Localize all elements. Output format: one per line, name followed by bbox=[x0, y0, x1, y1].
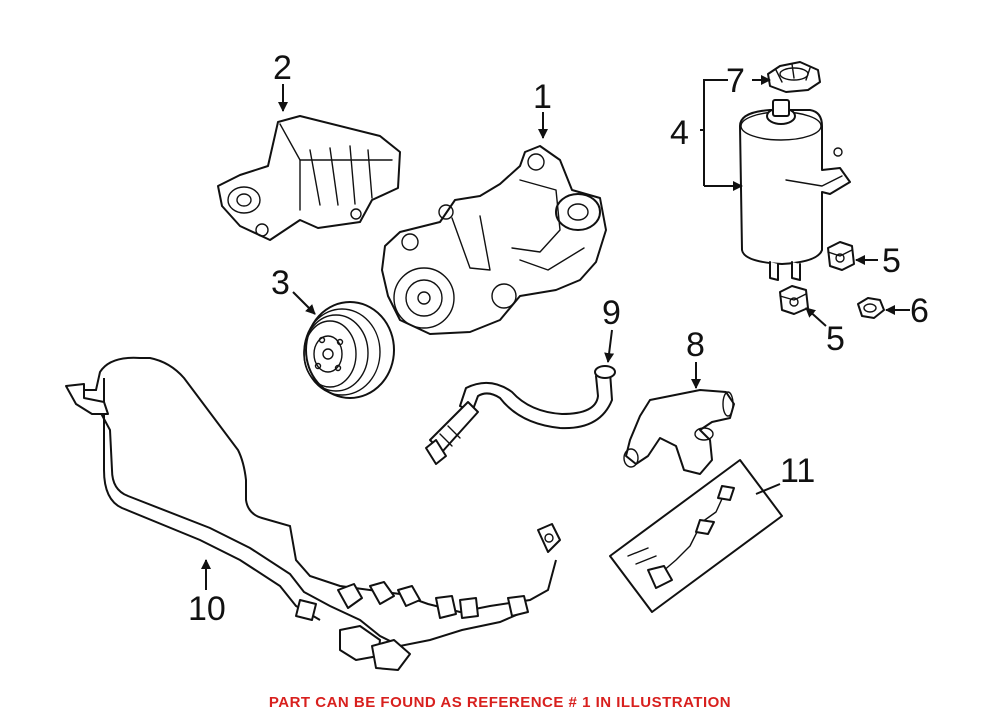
callout-arrows bbox=[201, 75, 910, 590]
cap-part bbox=[767, 61, 821, 93]
hose-elbow-part bbox=[623, 389, 735, 475]
callout-10: 10 bbox=[188, 590, 226, 628]
arrow-5b bbox=[805, 307, 827, 327]
reference-caption: PART CAN BE FOUND AS REFERENCE # 1 IN IL… bbox=[268, 694, 732, 711]
callout-2: 2 bbox=[273, 49, 292, 87]
callout-7: 7 bbox=[726, 62, 745, 100]
bracket-part bbox=[217, 115, 401, 241]
callout-8: 8 bbox=[686, 326, 705, 364]
hose-line-assembly-part bbox=[65, 356, 561, 671]
leader-11 bbox=[755, 483, 781, 495]
nut-part-upper bbox=[827, 241, 855, 271]
nut-part-lower bbox=[779, 285, 809, 315]
reservoir-part bbox=[739, 99, 851, 281]
arrow-9 bbox=[604, 329, 615, 363]
callout-numbers: 1 2 3 4 5 5 6 7 8 9 10 11 bbox=[188, 49, 929, 628]
sensor-kit-part bbox=[609, 459, 783, 613]
pulley-part bbox=[303, 301, 395, 399]
callout-4: 4 bbox=[670, 114, 689, 152]
callout-11: 11 bbox=[780, 452, 815, 490]
callout-3: 3 bbox=[271, 264, 290, 302]
washer-nut-part bbox=[857, 297, 885, 319]
callout-5-lower: 5 bbox=[826, 320, 845, 358]
callout-6: 6 bbox=[910, 292, 929, 330]
callout-5-upper: 5 bbox=[882, 242, 901, 280]
leader-4 bbox=[700, 79, 728, 131]
power-steering-pump-part bbox=[381, 145, 607, 335]
callout-9: 9 bbox=[602, 294, 621, 332]
callout-1: 1 bbox=[533, 78, 552, 116]
arrow-3 bbox=[292, 291, 316, 315]
hose-part bbox=[425, 365, 616, 465]
